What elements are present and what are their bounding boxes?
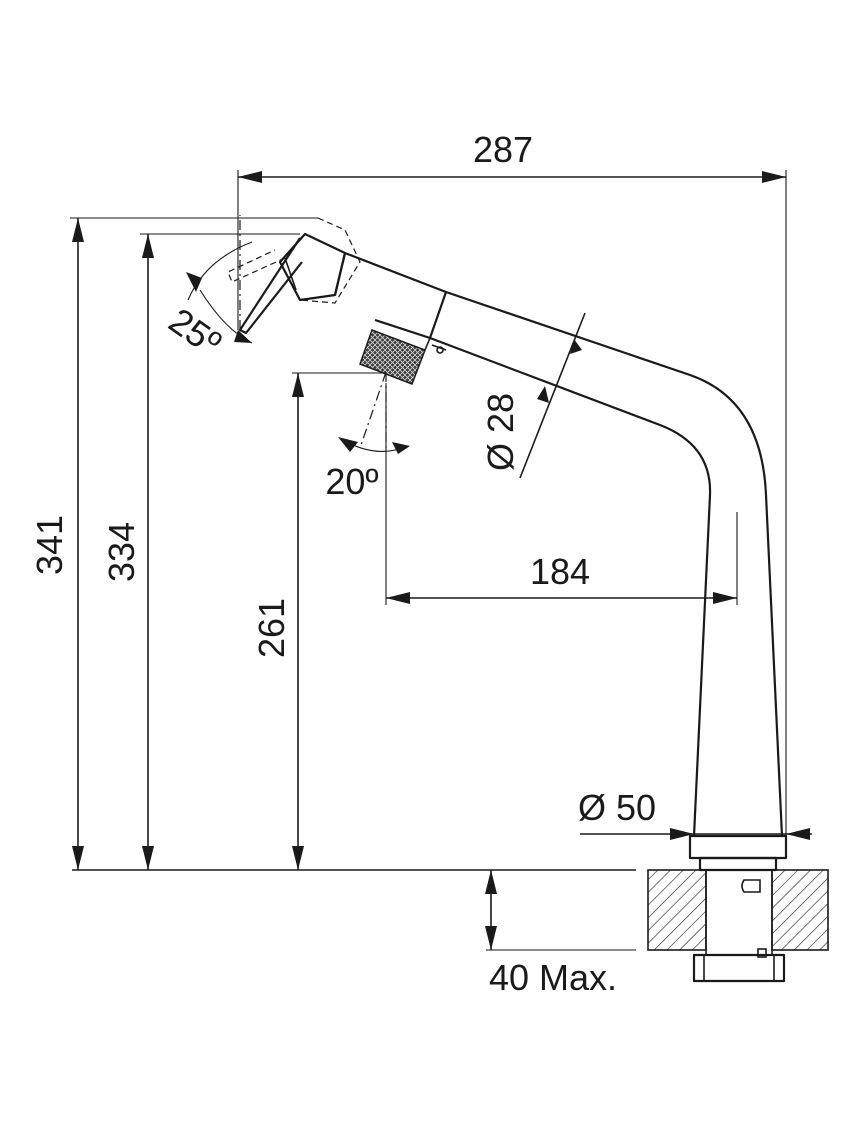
spout-outline (429, 336, 712, 837)
dimension-reach: 184 (385, 383, 738, 605)
label-height-overall: 341 (29, 515, 70, 575)
knurled-ring (359, 329, 447, 385)
deck-section (647, 869, 829, 983)
dimension-base-diameter: Ø 50 (578, 787, 812, 840)
dimension-height-spray: 334 (101, 233, 300, 870)
spout-outline-upper (445, 290, 784, 837)
label-height-spray: 334 (101, 522, 142, 582)
label-spout-diameter: Ø 28 (480, 393, 521, 471)
angle-outlet: 20º (325, 371, 410, 502)
dimension-spout-diameter: Ø 28 (480, 312, 586, 479)
label-reach: 184 (530, 551, 590, 592)
label-width-overall: 287 (473, 129, 533, 170)
dimension-deck-thickness: 40 Max. (485, 870, 617, 998)
dimension-width-overall: 287 (237, 129, 787, 836)
label-height-outlet: 261 (251, 598, 292, 658)
label-outlet-angle: 20º (325, 461, 378, 502)
label-spray-angle: 25º (162, 300, 229, 364)
hose-section (344, 251, 447, 340)
dimension-height-outlet: 261 (251, 372, 392, 870)
label-deck-thickness: 40 Max. (489, 957, 617, 998)
dimension-height-overall: 341 (29, 217, 318, 870)
label-base-diameter: Ø 50 (578, 787, 656, 828)
spray-head (227, 215, 361, 335)
base-ring (688, 834, 788, 860)
lock-nut (692, 953, 786, 983)
spray-head-alt-position (279, 217, 361, 304)
